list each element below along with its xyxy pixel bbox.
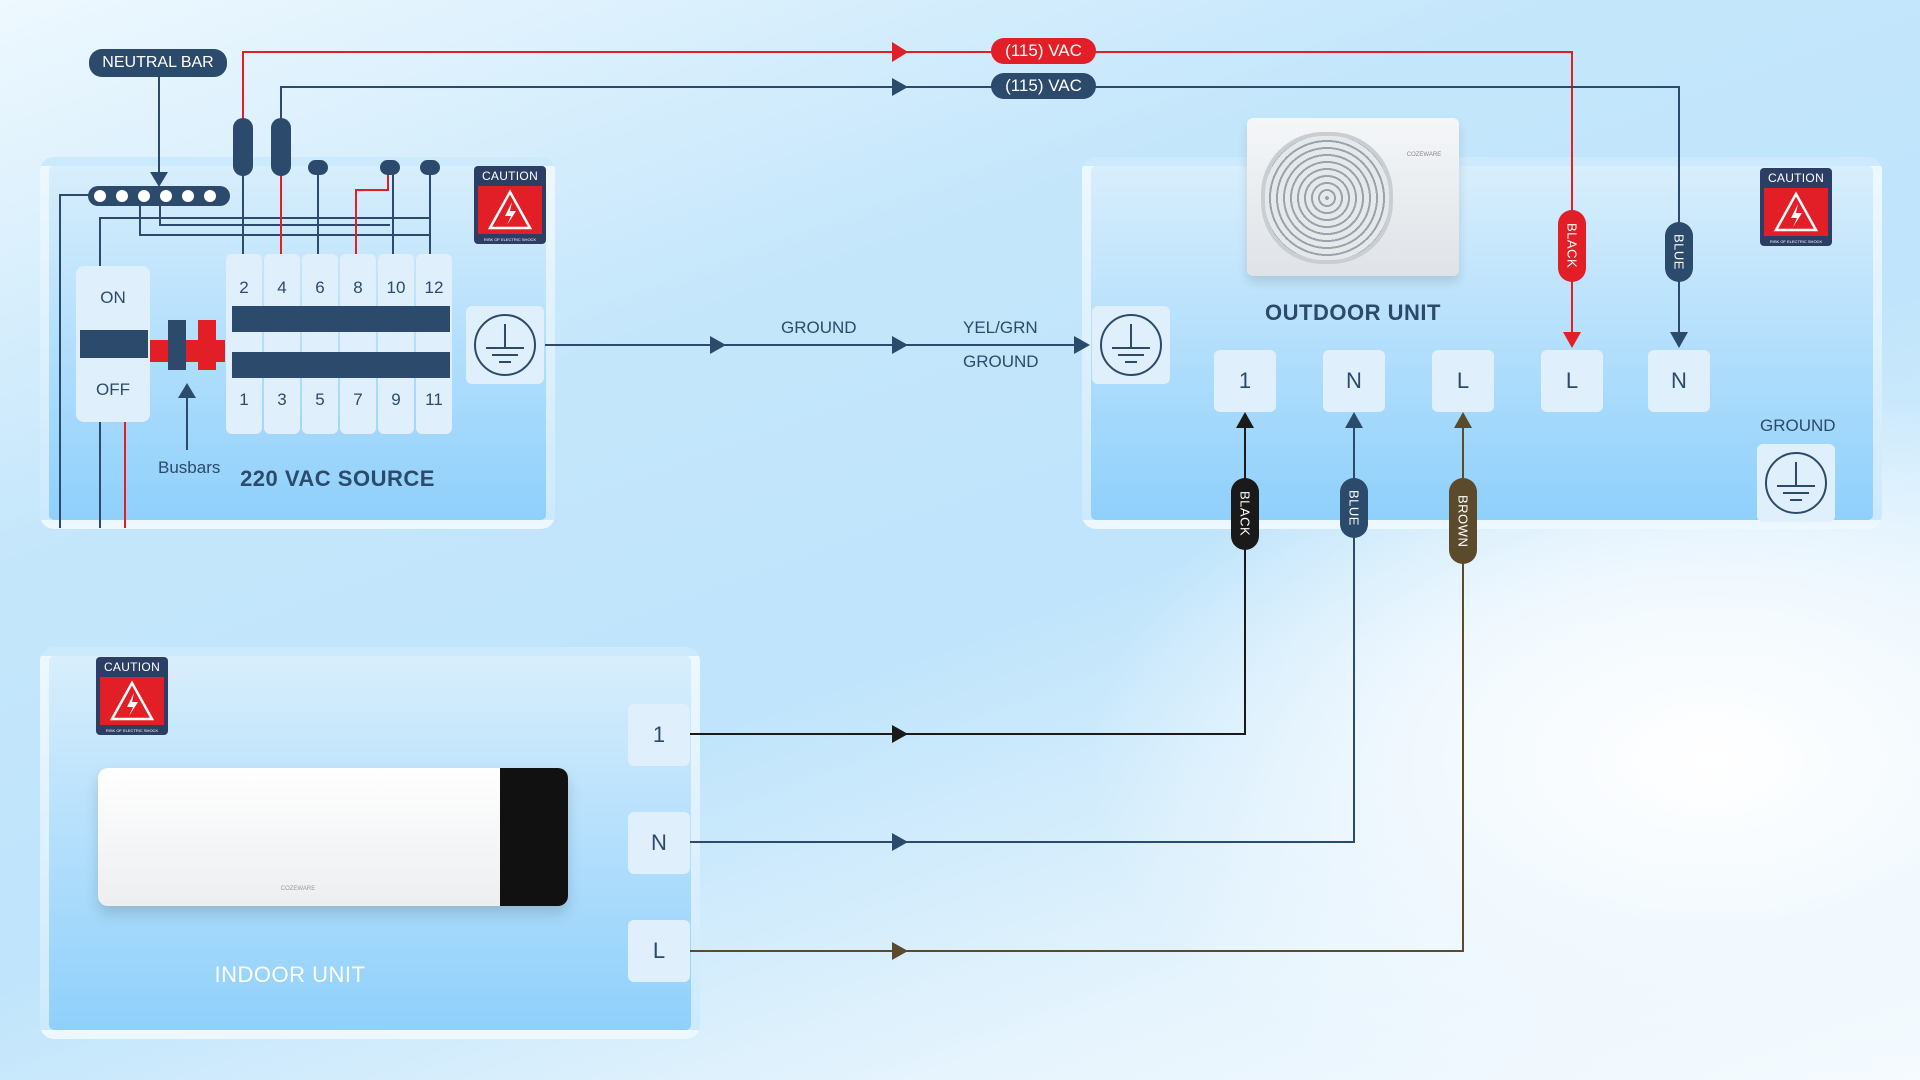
busbar-connector-block [168,320,186,370]
busbar-connector-block [198,320,216,370]
breaker-number: 7 [353,390,363,409]
feed-cap-navy [271,118,291,176]
ground-icon [1100,314,1162,376]
wire-tag-black: BLACK [1231,478,1259,550]
breaker-number: 8 [353,278,363,297]
switch-off-label: OFF [96,380,130,399]
switch-on-label: ON [100,288,126,307]
breaker[interactable] [302,254,338,434]
breaker-number: 3 [277,390,287,409]
electric-hazard-icon [1773,191,1819,232]
feed-cap-red [233,118,253,176]
wire-tag-blue: BLUE [1340,478,1368,538]
outdoor-panel [1082,157,1882,529]
fan-grille-icon [1261,132,1393,264]
navy-115vac-label: (115) VAC [991,73,1096,99]
breaker[interactable] [378,254,414,434]
wire-cap [308,160,328,175]
breaker[interactable] [226,254,262,434]
breaker-number: 9 [391,390,401,409]
electric-hazard-icon [109,680,155,721]
neutral-bar-label: NEUTRAL BAR [89,49,227,77]
outdoor-terminal-n-supply[interactable]: N [1648,350,1710,412]
breaker-number: 5 [315,390,325,409]
breaker[interactable] [416,254,452,434]
ground-label-2: GROUND [963,352,1039,371]
ground-label: GROUND [781,318,857,337]
source-internal-wires [59,160,431,528]
indoor-unit-image: COZEWARE [98,768,568,906]
wire-terminal-l [690,412,1472,960]
breaker-number: 4 [277,278,287,297]
breaker-bottom-bar [232,352,450,378]
wire-tag-black-supply: BLACK [1558,210,1586,282]
caution-sign: CAUTION RISK OF ELECTRIC SHOCK [96,657,168,735]
red-115vac-wire [242,42,1581,348]
wire-terminal-1 [690,412,1254,743]
outdoor-terminal-1[interactable]: 1 [1214,350,1276,412]
busbars-label: Busbars [158,458,221,477]
breaker-number: 12 [424,278,444,297]
breaker-top-bar [232,306,450,332]
indoor-terminal-1[interactable]: 1 [628,704,690,766]
wire-cap [420,160,440,175]
red-115vac-label: (115) VAC [991,38,1096,64]
breaker-number: 2 [239,278,249,297]
breaker-number: 6 [315,278,325,297]
outdoor-brand: COZEWARE [1406,152,1442,158]
wire-cap [380,160,400,175]
indoor-terminal-l[interactable]: L [628,920,690,982]
outdoor-terminal-l-supply[interactable]: L [1541,350,1603,412]
main-switch[interactable]: ON OFF [76,266,150,422]
navy-115vac-wire [280,78,1688,348]
outdoor-ground-label: GROUND [1760,416,1836,435]
wire-tag-brown: BROWN [1449,478,1477,564]
indoor-brand: COZEWARE [280,886,316,892]
outdoor-unit-image: COZEWARE [1247,118,1459,276]
ground-icon [474,314,536,376]
neutral-bar [88,186,230,206]
indoor-terminal-n[interactable]: N [628,812,690,874]
wire-tag-blue-supply: BLUE [1665,222,1693,282]
outdoor-unit-title: OUTDOOR UNIT [1265,300,1441,325]
breaker-number: 10 [386,278,406,297]
breaker-number: 11 [425,390,443,409]
yel-grn-label: YEL/GRN [963,318,1038,337]
switch-lever [80,330,148,358]
ground-icon [1765,452,1827,514]
outdoor-terminal-n[interactable]: N [1323,350,1385,412]
caution-sign: CAUTION RISK OF ELECTRIC SHOCK [474,166,546,244]
breaker-bank [226,254,452,434]
wire-terminal-n [690,412,1363,851]
outdoor-ground-terminal-right [1757,444,1835,522]
outdoor-terminal-l[interactable]: L [1432,350,1494,412]
indoor-display-panel [500,768,568,906]
source-ground-terminal [466,306,544,384]
caution-sign: CAUTION RISK OF ELECTRIC SHOCK [1760,168,1832,246]
breaker[interactable] [340,254,376,434]
ground-wire [545,336,1090,354]
breaker[interactable] [264,254,300,434]
outdoor-ground-terminal-left [1092,306,1170,384]
electric-hazard-icon [487,189,533,230]
source-panel-title: 220 VAC SOURCE [240,466,435,491]
indoor-unit-title: INDOOR UNIT [214,962,366,987]
breaker-number: 1 [239,390,249,409]
